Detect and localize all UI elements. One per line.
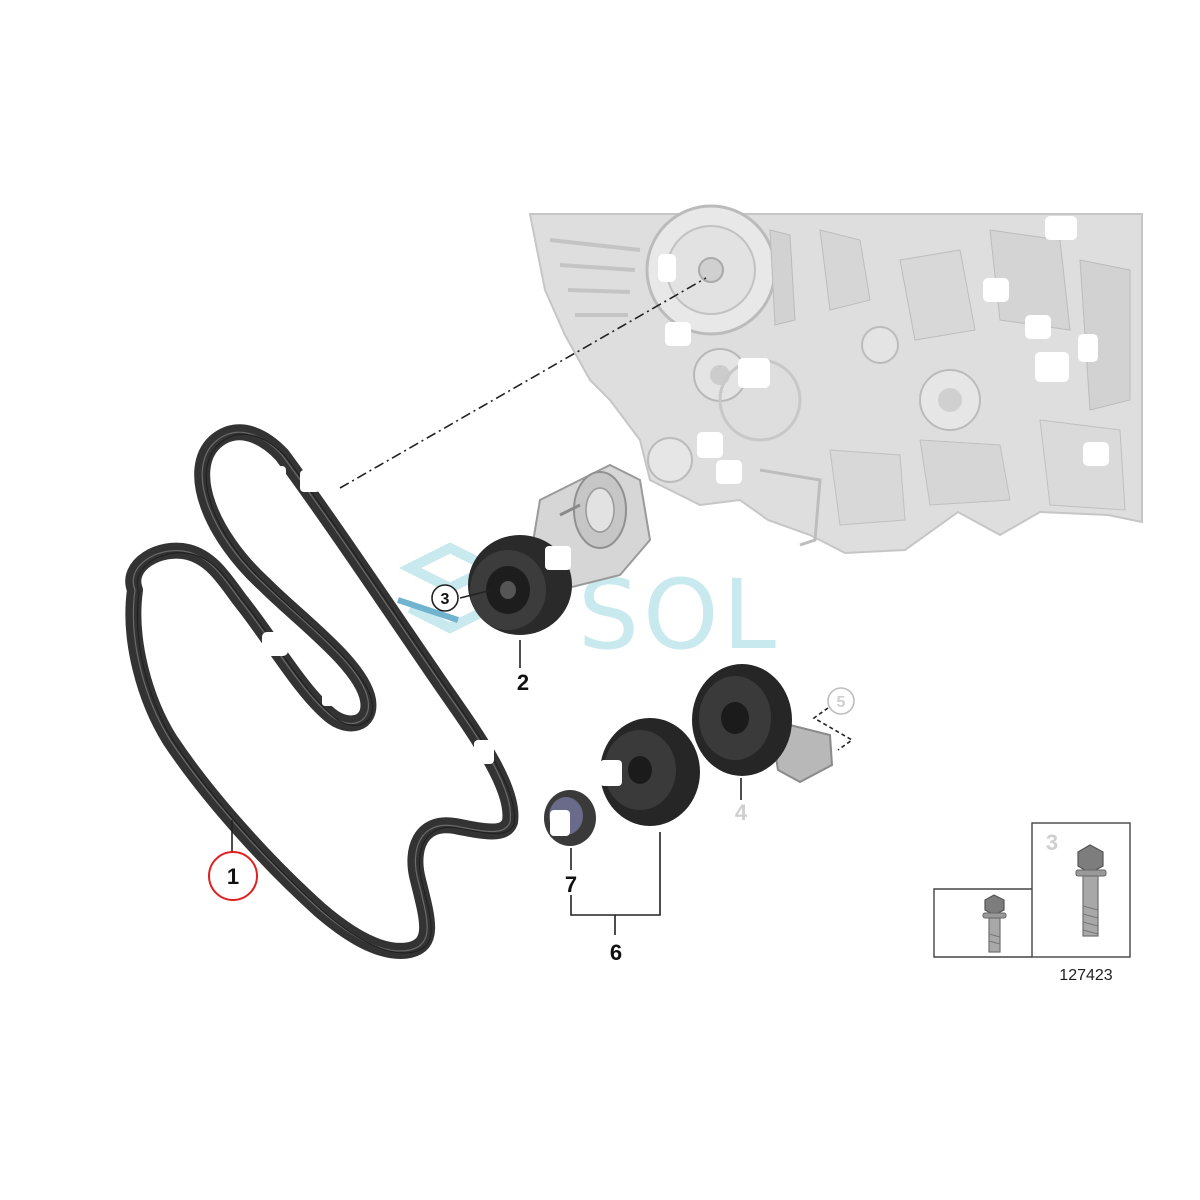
callout-1-highlight-circle bbox=[208, 851, 258, 901]
bolt-inset-box: 3 bbox=[933, 822, 1131, 958]
masked-label-blocks bbox=[658, 216, 1109, 484]
bolt-box-label: 3 bbox=[1046, 830, 1058, 855]
callout-6: 6 bbox=[610, 940, 622, 965]
pulley-cap bbox=[544, 790, 596, 846]
idler-pulley-with-bracket bbox=[692, 664, 834, 784]
deflection-pulley bbox=[600, 718, 700, 826]
callout-5-circle bbox=[827, 687, 855, 715]
leader-lines bbox=[231, 589, 854, 935]
long-bolt-icon bbox=[1075, 844, 1107, 937]
short-bolt-icon bbox=[982, 894, 1007, 953]
belt-masks bbox=[262, 466, 494, 764]
callout-5: 5 bbox=[837, 694, 846, 711]
serpentine-belt bbox=[125, 424, 519, 959]
callout-2: 2 bbox=[517, 670, 529, 695]
belt-tensioner bbox=[468, 463, 652, 635]
diagram-code: 127423 bbox=[1059, 967, 1112, 984]
callout-3: 3 bbox=[441, 591, 450, 608]
callout-7: 7 bbox=[565, 872, 577, 897]
callout-3-circle bbox=[431, 584, 459, 612]
callout-1: 1 bbox=[227, 864, 239, 889]
callout-4: 4 bbox=[735, 800, 748, 825]
